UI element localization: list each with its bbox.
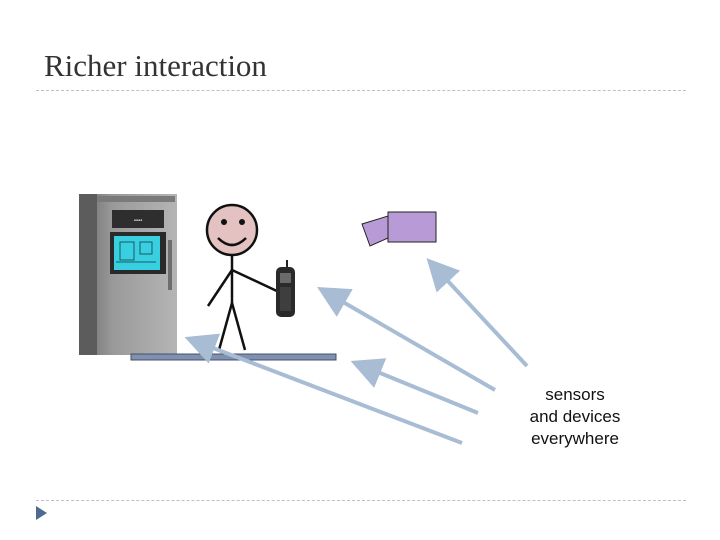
video-camera-icon xyxy=(361,211,437,247)
svg-text:▪▪▪▪: ▪▪▪▪ xyxy=(134,218,143,224)
caption-line: and devices xyxy=(529,407,621,426)
sensor-arrows xyxy=(184,258,529,445)
slide-title: Richer interaction xyxy=(44,48,267,83)
smart-fridge-image: ▪▪▪▪ xyxy=(79,194,177,355)
arrow-to-camera xyxy=(426,258,529,368)
caption-line: everywhere xyxy=(531,429,619,448)
arrow-to-phone xyxy=(317,286,497,392)
top-divider xyxy=(36,90,686,91)
stick-figure-icon xyxy=(205,203,280,351)
triangle-right-icon xyxy=(36,506,47,520)
mobile-phone-icon xyxy=(276,260,295,317)
caption-text: sensors and devices everywhere xyxy=(505,384,645,450)
bottom-divider xyxy=(36,500,686,501)
arrow-to-floor xyxy=(350,358,479,415)
arrow-to-fridge xyxy=(184,333,463,445)
caption-line: sensors xyxy=(545,385,605,404)
